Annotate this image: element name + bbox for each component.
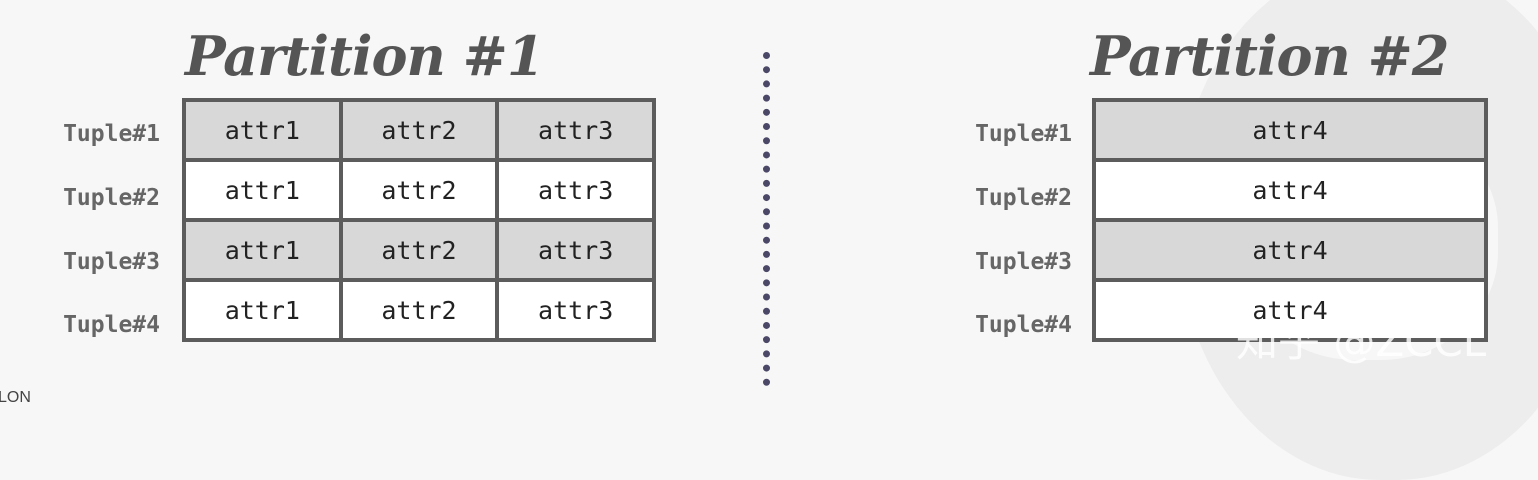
footer-corner-text: LON [0,389,31,406]
table-cell: attr1 [182,98,343,162]
p1-tuple-label-3: Tuple#3 [63,249,160,275]
table-cell: attr2 [338,98,500,162]
p1-tuple-label-1: Tuple#1 [63,121,160,147]
p2-tuple-label-1: Tuple#1 [975,121,1072,147]
table-cell: attr4 [1092,278,1488,342]
table-row: attr1 attr2 attr3 [182,158,656,222]
partition-divider [763,52,770,386]
table-row: attr4 [1092,158,1488,222]
partition-1-table: attr1 attr2 attr3 attr1 attr2 attr3 attr… [182,98,656,342]
p2-tuple-label-2: Tuple#2 [975,185,1072,211]
table-row: attr4 [1092,278,1488,342]
table-cell: attr4 [1092,98,1488,162]
table-row: attr4 [1092,98,1488,162]
table-row: attr1 attr2 attr3 [182,218,656,282]
table-cell: attr2 [338,218,500,282]
table-cell: attr2 [338,158,500,222]
table-cell: attr1 [182,278,343,342]
table-cell: attr1 [182,158,343,222]
table-cell: attr2 [338,278,500,342]
table-cell: attr1 [182,218,343,282]
table-cell: attr3 [495,278,656,342]
p2-tuple-label-4: Tuple#4 [975,312,1072,338]
watermark: 知乎 @ZCCL [1236,317,1487,366]
table-row: attr1 attr2 attr3 [182,98,656,162]
partition-2-title: Partition #2 [1090,24,1449,88]
p1-tuple-label-4: Tuple#4 [63,312,160,338]
partition-2-table: attr4 attr4 attr4 attr4 [1092,98,1488,342]
table-cell: attr4 [1092,218,1488,282]
p1-tuple-label-2: Tuple#2 [63,185,160,211]
table-cell: attr4 [1092,158,1488,222]
table-cell: attr3 [495,218,656,282]
table-cell: attr3 [495,98,656,162]
table-row: attr4 [1092,218,1488,282]
table-cell: attr3 [495,158,656,222]
partition-1-title: Partition #1 [185,24,544,88]
table-row: attr1 attr2 attr3 [182,278,656,342]
p2-tuple-label-3: Tuple#3 [975,249,1072,275]
